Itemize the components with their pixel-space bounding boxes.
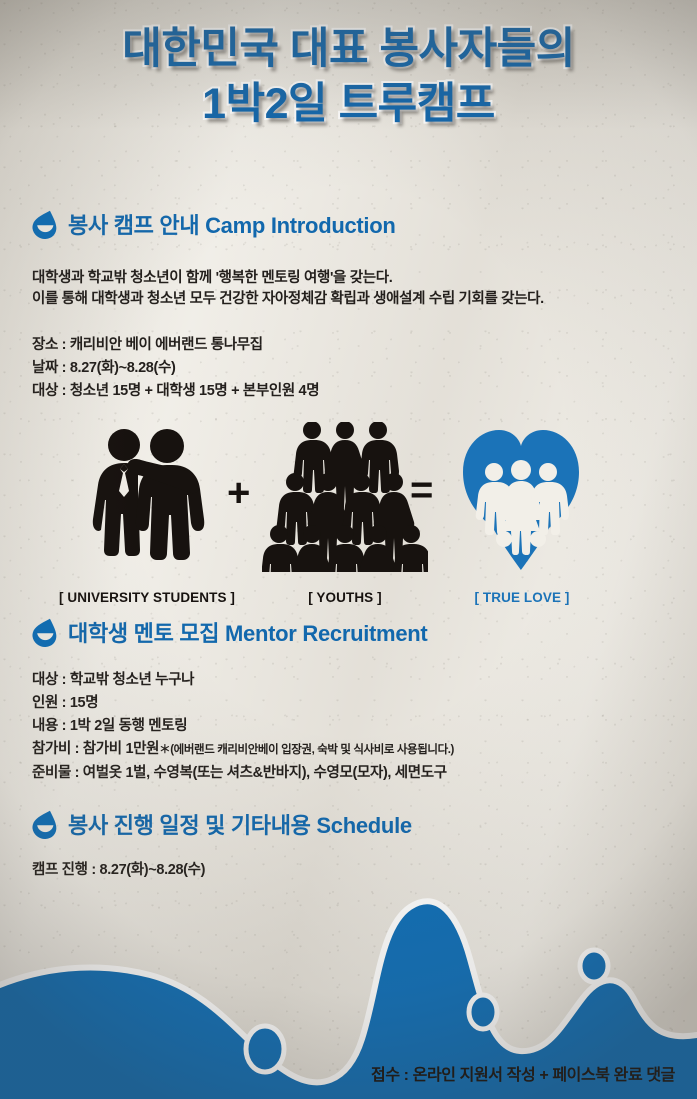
caption-youths: [ YOUTHS ]: [308, 590, 382, 605]
footer-application-note: 접수 : 온라인 지원서 작성 + 페이스북 완료 댓글: [371, 1067, 675, 1084]
camp-detail-target: 대상 : 청소년 15명 + 대학생 15명 + 본부인원 4명: [32, 383, 320, 399]
pictogram-university-students: [88, 426, 206, 583]
equals-operator: =: [410, 468, 434, 512]
section-heading-camp-introduction: 봉사 캠프 안내 Camp Introduction: [32, 208, 396, 240]
mentor-detail-target: 대상 : 학교밖 청소년 누구나: [32, 672, 195, 688]
schedule-detail-camp-run: 캠프 진행 : 8.27(화)~8.28(수): [32, 862, 206, 878]
mentor-recruitment-details: 대상 : 학교밖 청소년 누구나 인원 : 15명 내용 : 1박 2일 동행 …: [32, 669, 454, 785]
caption-true-love: [ TRUE LOVE ]: [474, 590, 570, 605]
wave-footer-graphic: 접수 : 온라인 지원서 작성 + 페이스북 완료 댓글: [0, 849, 697, 1099]
section-heading-label: 대학생 멘토 모집 Mentor Recruitment: [68, 621, 428, 646]
mentor-detail-items: 준비물 : 여벌옷 1벌, 수영복(또는 셔츠&반바지), 수영모(모자), 세…: [32, 765, 447, 781]
mentor-detail-headcount: 인원 : 15명: [32, 695, 99, 711]
section-heading-schedule: 봉사 진행 일정 및 기타내용 Schedule: [32, 808, 412, 840]
camp-detail-location: 장소 : 캐리비안 베이 에버랜드 통나무집: [32, 337, 263, 353]
camp-intro-details: 장소 : 캐리비안 베이 에버랜드 통나무집 날짜 : 8.27(화)~8.28…: [32, 334, 320, 403]
mentor-detail-fee: 참가비 : 참가비 1만원: [32, 741, 160, 757]
poster-title: 대한민국 대표 봉사자들의 1박2일 트루캠프: [0, 22, 697, 132]
caption-university-students: [ UNIVERSITY STUDENTS ]: [58, 590, 236, 605]
water-drop-smile-icon: [32, 209, 58, 239]
section-heading-label: 봉사 캠프 안내 Camp Introduction: [68, 213, 396, 238]
pictogram-equation: [ UNIVERSITY STUDENTS ] +: [0, 418, 697, 633]
water-drop-smile-icon: [32, 617, 58, 647]
plus-operator: +: [227, 471, 251, 515]
camp-detail-date: 날짜 : 8.27(화)~8.28(수): [32, 360, 176, 376]
camp-intro-paragraph-line-1: 대학생과 학교밖 청소년이 함께 '행복한 멘토링 여행'을 갖는다.: [32, 270, 393, 286]
section-heading-label: 봉사 진행 일정 및 기타내용 Schedule: [68, 813, 412, 838]
pictogram-youths: [260, 421, 432, 615]
title-line-2: 1박2일 트루캠프: [200, 78, 497, 130]
camp-intro-paragraph-line-2: 이를 통해 대학생과 청소년 모두 건강한 자아정체감 확립과 생애설계 수립 …: [32, 291, 544, 307]
wave-bubbles: [243, 947, 611, 1075]
mentor-detail-fee-row: 참가비 : 참가비 1만원＊(에버랜드 캐리비안베이 입장권, 숙박 및 식사비…: [32, 738, 454, 762]
camp-intro-paragraph: 대학생과 학교밖 청소년이 함께 '행복한 멘토링 여행'을 갖는다. 이를 통…: [32, 268, 544, 310]
title-line-1: 대한민국 대표 봉사자들의: [120, 23, 577, 75]
pictogram-true-love: [459, 422, 584, 577]
mentor-detail-content: 내용 : 1박 2일 동행 멘토링: [32, 718, 188, 734]
water-drop-smile-icon: [32, 809, 58, 839]
section-heading-mentor-recruitment: 대학생 멘토 모집 Mentor Recruitment: [32, 616, 428, 648]
mentor-detail-fee-note: ＊(에버랜드 캐리비안베이 입장권, 숙박 및 식사비로 사용됩니다.): [159, 744, 454, 756]
schedule-details: 캠프 진행 : 8.27(화)~8.28(수): [32, 860, 205, 881]
